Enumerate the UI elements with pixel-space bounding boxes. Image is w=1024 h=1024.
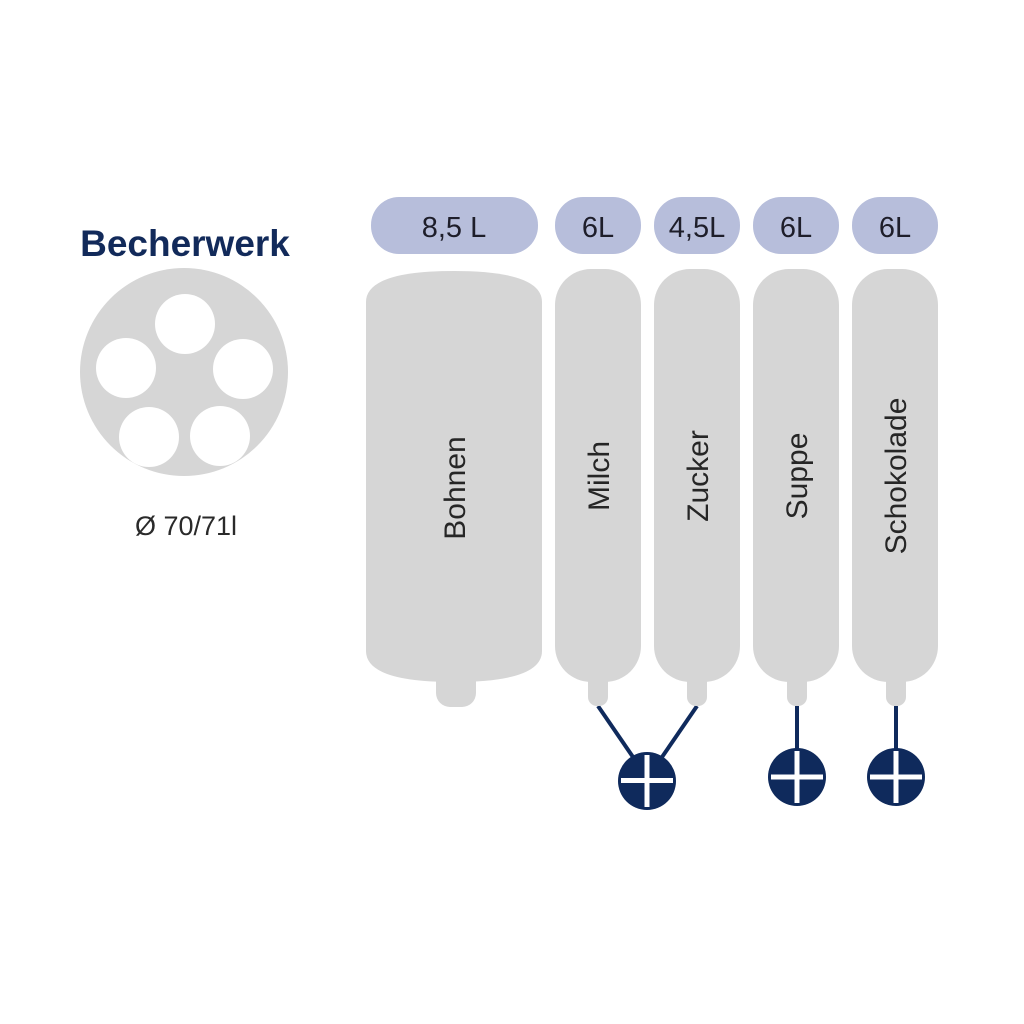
canister-body	[852, 269, 938, 682]
canister-body	[753, 269, 839, 682]
capacity-label: 6L	[582, 212, 614, 244]
capacity-label: 6L	[879, 212, 911, 244]
canister-bohnen: Bohnen	[366, 271, 542, 707]
cup-turret-icon	[80, 268, 288, 476]
capacity-pill-schokolade: 6L	[852, 197, 938, 254]
mixer-icon	[618, 752, 676, 810]
capacity-pill-suppe: 6L	[753, 197, 839, 254]
capacity-label: 4,5L	[669, 212, 725, 244]
capacity-label: 8,5 L	[422, 212, 487, 244]
connector-lines	[596, 704, 898, 762]
connector-milch	[596, 704, 637, 762]
canister-body	[366, 271, 542, 682]
capacity-label: 6L	[780, 212, 812, 244]
canister-body	[555, 269, 641, 682]
canister-body	[654, 269, 740, 682]
canister-suppe: Suppe	[753, 269, 839, 706]
mixer-icon	[768, 748, 826, 806]
canister-zucker: Zucker	[654, 269, 740, 706]
capacity-pill-zucker: 4,5L	[654, 197, 740, 254]
canister-label: Zucker	[682, 430, 715, 522]
mixer-icon	[867, 748, 925, 806]
canister-schokolade: Schokolade	[852, 269, 938, 706]
canister-label: Milch	[583, 441, 616, 511]
capacity-pill-bohnen: 8,5 L	[371, 197, 538, 254]
canister-milch: Milch	[555, 269, 641, 706]
becherwerk-title: Becherwerk	[80, 223, 290, 264]
canister-label: Suppe	[781, 433, 814, 520]
connector-zucker	[658, 704, 699, 762]
canister-label: Schokolade	[880, 398, 913, 555]
capacity-pill-milch: 6L	[555, 197, 641, 254]
canister-label: Bohnen	[439, 436, 472, 539]
becherwerk-diameter: Ø 70/71l	[135, 511, 237, 541]
